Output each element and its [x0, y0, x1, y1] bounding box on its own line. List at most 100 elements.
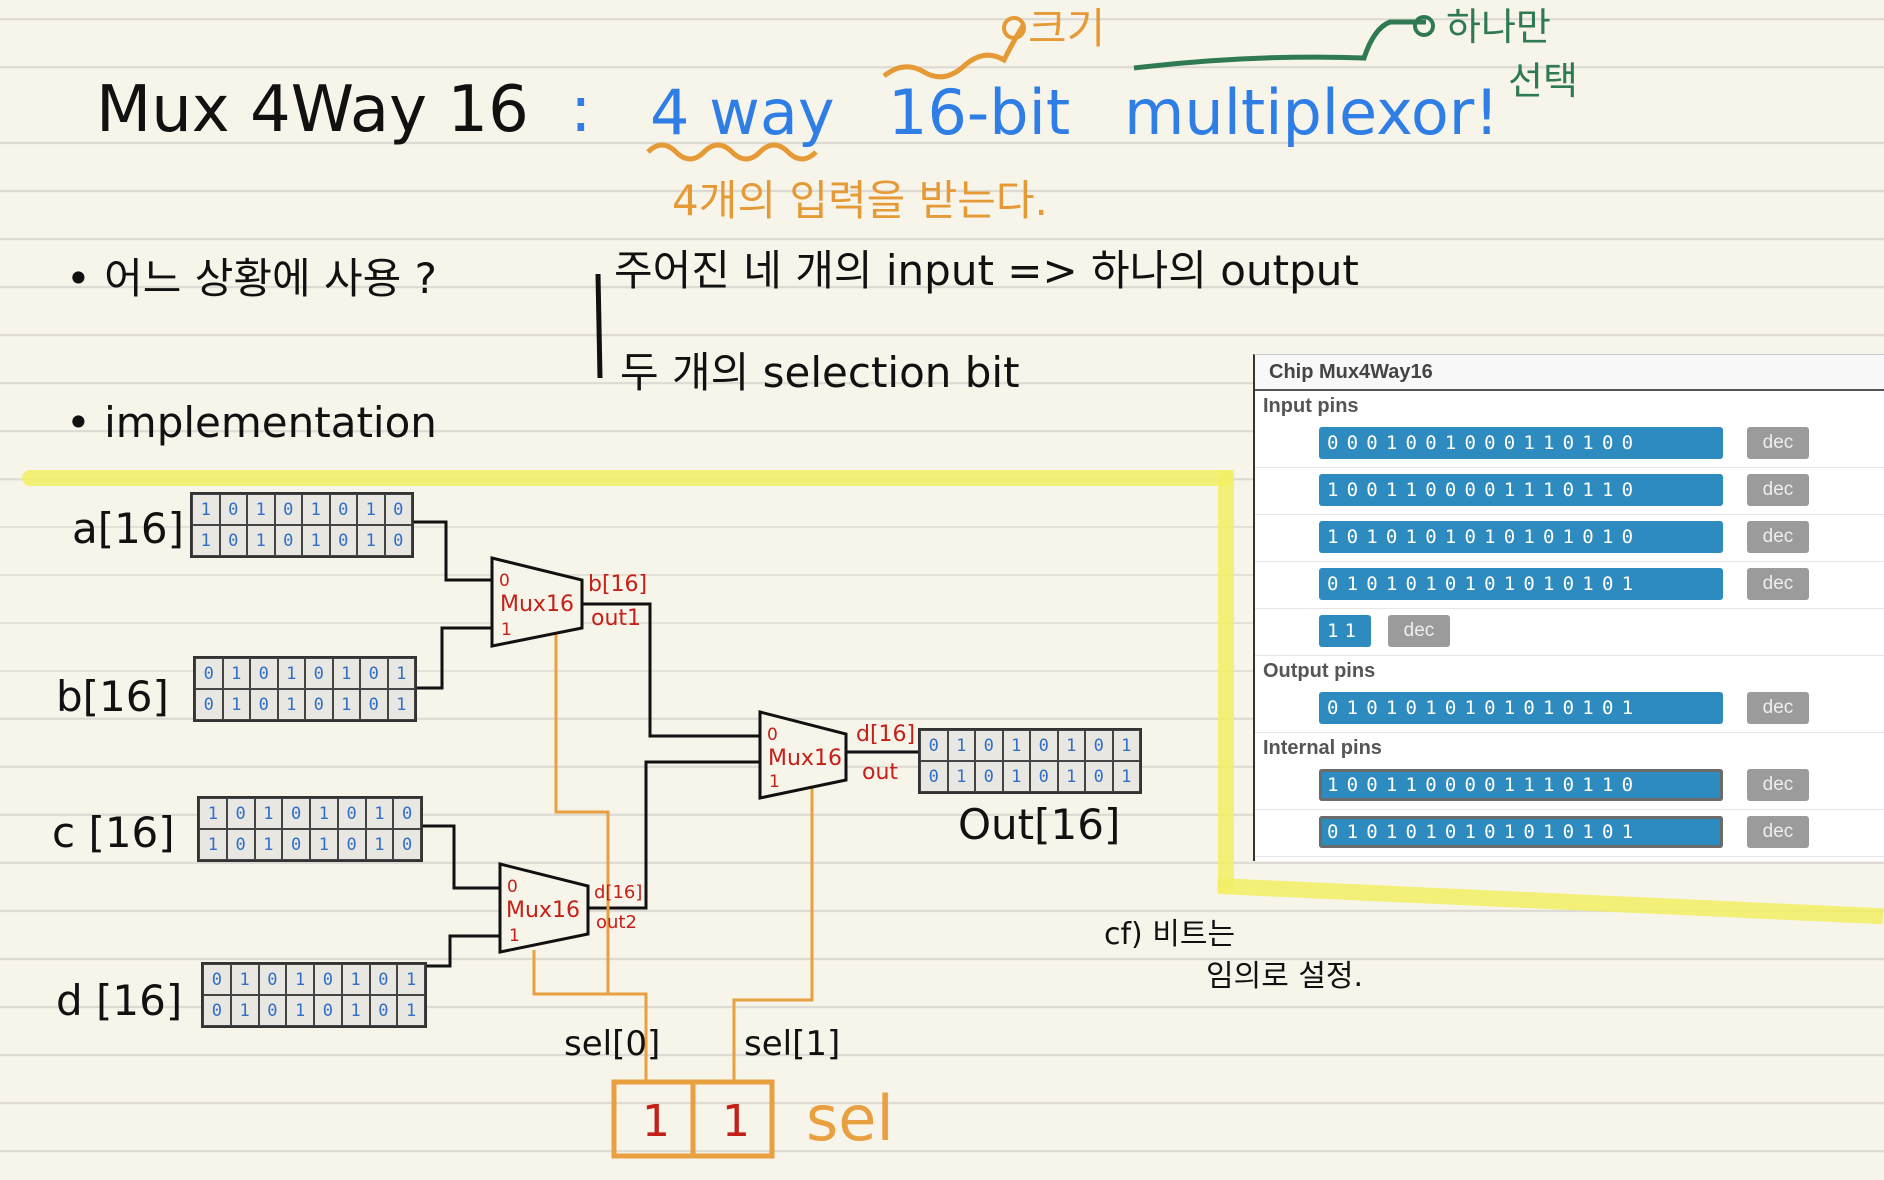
- input-a-bit-cell: 1: [302, 525, 330, 556]
- input-b-bit-cell: 0: [195, 689, 223, 720]
- mux3-out-a: d[16]: [856, 722, 916, 747]
- mux1-out-b: out1: [591, 606, 642, 631]
- pick-note-1: 하나만: [1446, 5, 1551, 49]
- mux2-label: Mux16: [506, 898, 580, 923]
- input-d-bit-cell: 1: [341, 964, 370, 995]
- size-note: 크기: [1028, 4, 1106, 53]
- input-a-bit-cell: 1: [357, 494, 385, 525]
- input-c-bit-cell: 0: [337, 829, 366, 860]
- dec-button-c[interactable]: dec: [1747, 521, 1809, 553]
- pick-note-2: 선택: [1508, 59, 1578, 103]
- input-a-bit-cell: 0: [219, 494, 247, 525]
- input-d-bit-cell: 0: [369, 995, 398, 1026]
- output-bit-cell: 0: [1085, 761, 1113, 792]
- input-a-bit-cell: 0: [384, 525, 412, 556]
- chip-panel: Chip Mux4Way16 Input pins a 000100100011…: [1253, 354, 1884, 861]
- output-bit-cell: 1: [947, 761, 975, 792]
- pin-value-b[interactable]: 1001100001110110: [1319, 474, 1723, 506]
- pin-value-c[interactable]: 1010101010101010: [1319, 521, 1723, 553]
- output-label: Out[16]: [958, 800, 1121, 849]
- output-bit-cell: 1: [1057, 761, 1085, 792]
- output-bit-cell: 0: [1085, 730, 1113, 761]
- input-b-bit-cell: 0: [250, 689, 278, 720]
- input-d-bit-cell: 1: [230, 995, 259, 1026]
- dec-button-d[interactable]: dec: [1747, 568, 1809, 600]
- input-c-bit-cell: 0: [226, 798, 255, 829]
- dec-button-b[interactable]: dec: [1747, 474, 1809, 506]
- pin-row-d: d 0101010101010101 dec: [1255, 562, 1884, 609]
- pin-value-a[interactable]: 0001001000110100: [1319, 427, 1723, 459]
- input-a-label: a[16]: [72, 504, 184, 553]
- input-b-bit-cell: 0: [305, 689, 333, 720]
- input-b-bit-cell: 0: [360, 658, 388, 689]
- input-c-bit-cell: 1: [199, 829, 227, 860]
- cf-note-1: cf) 비트는: [1104, 917, 1236, 952]
- input-a-bit-cell: 1: [357, 525, 385, 556]
- mux16-2: [498, 862, 590, 954]
- highlight-top: [22, 470, 1234, 486]
- input-c-bit-cell: 0: [282, 829, 310, 860]
- pin-value-sel[interactable]: 11: [1319, 615, 1371, 647]
- input-c-bit-cell: 0: [337, 798, 366, 829]
- input-a-bit-cell: 1: [302, 494, 330, 525]
- bullet-usage: • 어느 상황에 사용 ?: [66, 254, 437, 303]
- dec-button-out2[interactable]: dec: [1747, 816, 1809, 848]
- input-d-bit-cell: 0: [314, 995, 342, 1026]
- sel-bit-0: 1: [642, 1096, 670, 1147]
- input-c-bit-cell: 0: [393, 798, 421, 829]
- dec-button-out1[interactable]: dec: [1747, 769, 1809, 801]
- mux2-in1: 1: [509, 926, 520, 946]
- input-a-bit-cell: 0: [274, 525, 302, 556]
- sel0-label: sel[0]: [564, 1024, 661, 1064]
- input-a-bit-cell: 0: [329, 525, 357, 556]
- input-d-bit-cell: 1: [286, 995, 314, 1026]
- pin-value-d[interactable]: 0101010101010101: [1319, 568, 1723, 600]
- dec-button-sel[interactable]: dec: [1388, 615, 1450, 647]
- title-colon: :: [570, 73, 592, 147]
- dec-button-out[interactable]: dec: [1747, 692, 1809, 724]
- mux16-3: [758, 710, 848, 800]
- output-bit-cell: 0: [975, 761, 1003, 792]
- output-bit-cell: 0: [1030, 761, 1058, 792]
- input-b-bit-cell: 1: [387, 658, 415, 689]
- pin-row-out2: out2 0101010101010101 dec: [1255, 810, 1884, 857]
- input-a-bit-cell: 1: [192, 494, 220, 525]
- input-b-bit-cell: 1: [332, 689, 360, 720]
- output-bit-cell: 1: [1002, 730, 1030, 761]
- pin-value-out: 0101010101010101: [1319, 692, 1723, 724]
- chip-title: Chip Mux4Way16: [1255, 355, 1884, 391]
- input-b-bit-cell: 0: [195, 658, 223, 689]
- input-d-bit-cell: 1: [286, 964, 314, 995]
- input-d-bit-cell: 1: [397, 995, 425, 1026]
- input-c-bit-cell: 1: [365, 798, 394, 829]
- input-c-label: c [16]: [52, 808, 175, 857]
- input-a-bit-cell: 0: [274, 494, 302, 525]
- input-d-bit-cell: 0: [258, 995, 287, 1026]
- output-bit-cell: 0: [920, 730, 948, 761]
- mux1-label: Mux16: [500, 592, 574, 617]
- output-bit-cell: 1: [947, 730, 975, 761]
- input-b-bit-cell: 1: [387, 689, 415, 720]
- input-d-bit-cell: 0: [203, 995, 231, 1026]
- input-c-bit-cell: 1: [310, 829, 338, 860]
- input-c-bit-cell: 0: [393, 829, 421, 860]
- output-bit-cell: 1: [1057, 730, 1085, 761]
- page-title: Mux 4Way 16: [96, 73, 529, 147]
- highlight-right: [1218, 470, 1234, 892]
- input-d-bit-cell: 0: [314, 964, 342, 995]
- mux3-out-b: out: [862, 760, 899, 785]
- input-c-bit-cell: 1: [254, 829, 283, 860]
- input-b-bit-cell: 1: [277, 689, 305, 720]
- input-b-bit-cell: 1: [222, 689, 250, 720]
- input-a-bit-cell: 1: [192, 525, 220, 556]
- pin-row-a: a 0001001000110100 dec: [1255, 421, 1884, 468]
- dec-button-a[interactable]: dec: [1747, 427, 1809, 459]
- input-d-bit-cell: 1: [341, 995, 370, 1026]
- pin-row-sel: sel 11 dec: [1255, 609, 1884, 656]
